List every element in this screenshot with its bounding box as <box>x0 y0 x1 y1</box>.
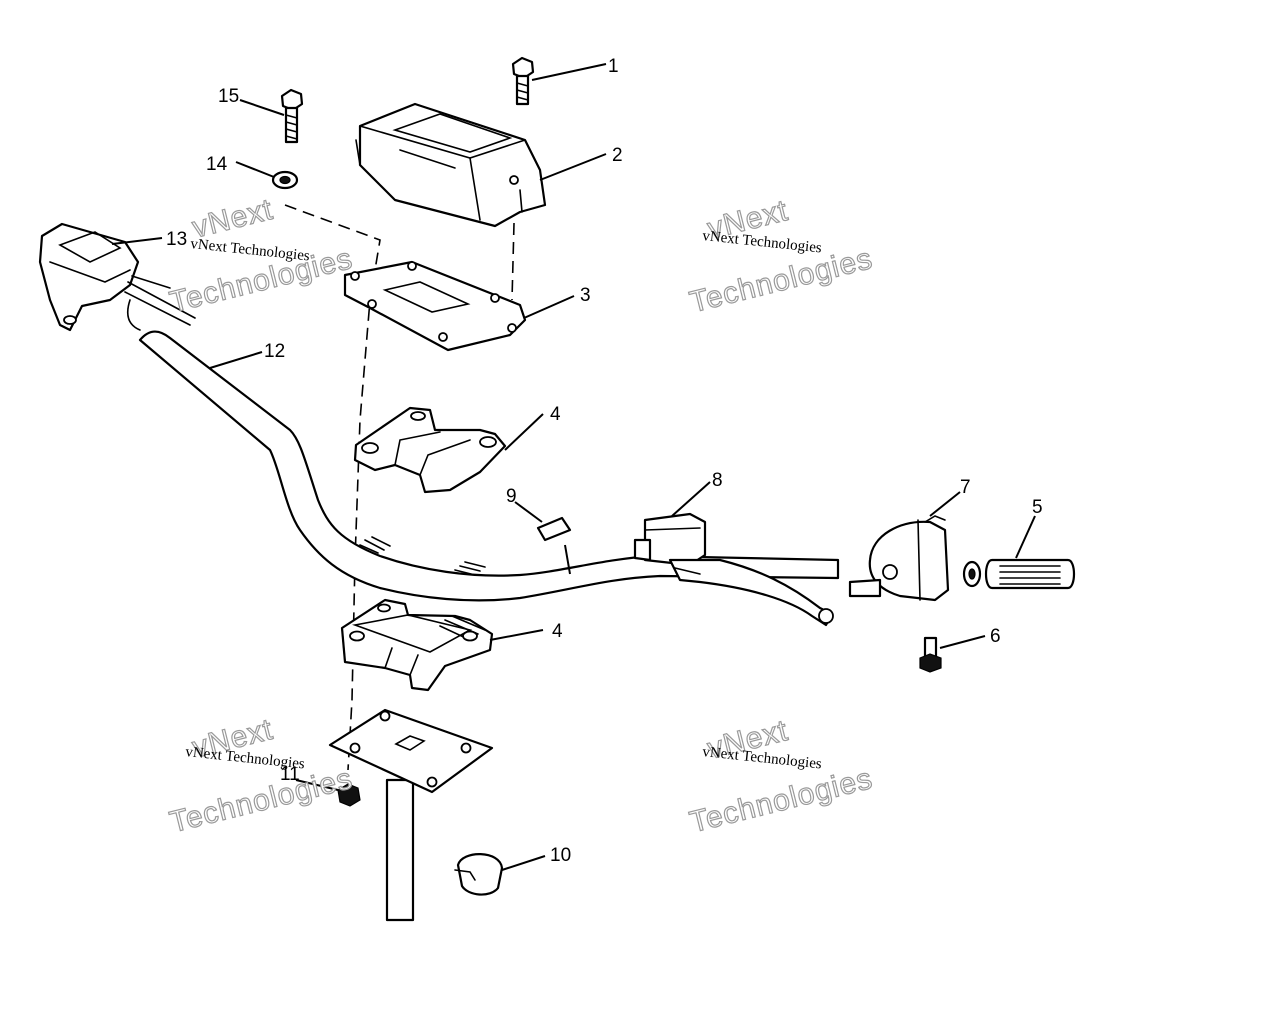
watermark-text: Technologies <box>687 762 877 839</box>
spacer-part-9 <box>536 516 572 542</box>
callout-11: 11 <box>280 764 300 785</box>
mounting-plate-part-3 <box>343 260 527 352</box>
callout-15: 15 <box>218 86 239 107</box>
washer-part-14 <box>271 170 299 190</box>
steering-post <box>328 708 494 922</box>
bolt-part-15 <box>280 88 304 144</box>
callout-12: 12 <box>264 341 285 362</box>
callout-4-upper: 4 <box>550 404 561 425</box>
callout-1: 1 <box>608 56 619 77</box>
callout-9: 9 <box>506 486 517 507</box>
callout-2: 2 <box>612 145 623 166</box>
throttle-housing-part-7 <box>848 515 950 602</box>
watermark-text: Technologies <box>687 242 877 319</box>
screw-part-6 <box>919 636 942 673</box>
callout-labels: 1 2 3 4 4 5 6 7 8 9 10 11 12 13 14 15 <box>166 56 1043 866</box>
watermark-bottom-left: vNext Technologies <box>166 712 357 840</box>
brake-lever-assembly-part-8 <box>633 512 834 627</box>
watermark-text: Technologies <box>167 762 357 839</box>
callout-8: 8 <box>712 470 723 491</box>
grip-part-5 <box>962 558 1076 590</box>
handlebar-part-12 <box>138 330 840 602</box>
handlebar-pad-part-2 <box>355 102 547 228</box>
callout-7: 7 <box>960 477 971 498</box>
callout-10: 10 <box>550 845 571 866</box>
watermark-text: vNext Technologies <box>190 236 311 264</box>
callout-13: 13 <box>166 229 187 250</box>
control-housing-part-13 <box>38 222 196 332</box>
hose-clamp-part-10 <box>454 853 504 896</box>
watermark-bottom-right: vNext Technologies <box>686 713 877 839</box>
nut-part-11 <box>337 783 361 807</box>
callout-14: 14 <box>206 154 228 175</box>
callout-4-lower: 4 <box>552 621 563 642</box>
leader-lines <box>111 63 1036 871</box>
callout-6: 6 <box>990 626 1001 647</box>
bolt-part-1 <box>511 56 535 106</box>
callout-3: 3 <box>580 285 591 306</box>
callout-5: 5 <box>1032 497 1043 518</box>
upper-clamp-part-4 <box>353 406 507 494</box>
lower-clamp-part-4 <box>340 598 494 692</box>
